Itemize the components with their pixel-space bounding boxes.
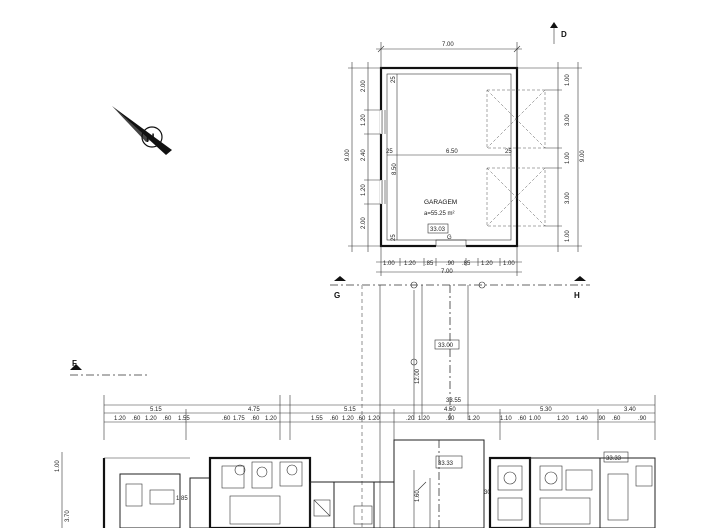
small-dim-20: .60 [518, 416, 527, 422]
garage-name: GARAGEM [424, 199, 457, 206]
lower-dim-2: 3.70 [65, 510, 71, 522]
house-seg-5: 5.30 [540, 407, 552, 413]
garage-right-dimensions: 1.00 3.00 1.00 3.00 1.00 9.00 [517, 62, 586, 252]
small-dim-17: .90 [446, 416, 455, 422]
garage-left-dimensions: 2.00 1.20 2.40 1.20 2.00 9.00 [345, 62, 381, 252]
small-dim-24: .90 [597, 416, 606, 422]
right-total: 9.00 [580, 150, 586, 162]
garage-outer-wall [379, 66, 519, 248]
room-code-center: 33.33 [438, 461, 454, 467]
house-seg-6: 3.40 [624, 407, 636, 413]
left-dim-4: 1.20 [361, 184, 367, 196]
driveway-length: 12.00 [415, 368, 421, 384]
bottom-dim-6: 1.20 [481, 261, 493, 267]
small-dim-9: 1.20 [265, 416, 277, 422]
right-dim-3: 1.00 [565, 152, 571, 164]
small-dim-1: 1.20 [114, 416, 126, 422]
small-dim-8: .60 [251, 416, 260, 422]
garage-code-box [427, 223, 449, 234]
small-dim-15: .20 [406, 416, 415, 422]
wall-thickness-left: 25 [386, 149, 393, 155]
driveway-code: 33.00 [438, 343, 454, 349]
small-dim-14: 1.20 [368, 416, 380, 422]
section-label-f: F [72, 359, 77, 368]
right-dim-2: 3.00 [565, 114, 571, 126]
garage-area: a=55.25 m² [424, 211, 455, 217]
left-dim-2: 1.20 [361, 114, 367, 126]
section-label-h: H [574, 291, 580, 300]
wall-thickness-right: 25 [505, 149, 512, 155]
small-dim-16: 1.20 [418, 416, 430, 422]
right-dim-4: 3.00 [565, 192, 571, 204]
section-label-g: G [334, 291, 340, 300]
bottom-dim-3: .85 [425, 261, 434, 267]
small-dim-26: .90 [638, 416, 647, 422]
small-dim-19: 1.10 [500, 416, 512, 422]
house-total-dim: 33.55 [446, 398, 462, 404]
lower-dim-1: 1.00 [55, 460, 61, 472]
small-dim-25: .60 [612, 416, 621, 422]
left-dim-3: 2.40 [361, 149, 367, 161]
room-code-right: 33.33 [606, 456, 622, 462]
lower-dim-5: 30 [484, 490, 491, 496]
small-dim-23: 1.40 [576, 416, 588, 422]
driveway: 33.00 12.00 [361, 285, 469, 528]
garage-bottom-dimensions: 1.00 1.20 .85 .90 .85 1.20 1.00 7.00 [376, 246, 522, 276]
left-dim-1: 2.00 [361, 80, 367, 92]
bottom-total: 7.00 [441, 269, 453, 275]
small-dim-3: 1.20 [145, 416, 157, 422]
house-seg-4: 4.50 [444, 407, 456, 413]
small-dim-6: .60 [222, 416, 231, 422]
bottom-dim-1: 1.00 [383, 261, 395, 267]
section-label-d: D [561, 30, 567, 39]
svg-text:N: N [146, 131, 155, 145]
small-dim-5: 1.55 [178, 416, 190, 422]
bottom-dim-7: 1.00 [503, 261, 515, 267]
right-dim-1: 1.00 [565, 74, 571, 86]
small-dim-13: .60 [357, 416, 366, 422]
garage-width-label: 7.00 [442, 42, 454, 48]
garage-top-dimension: 7.00 [376, 42, 522, 68]
small-dim-22: 1.20 [557, 416, 569, 422]
inner-height-label: 8.50 [392, 163, 398, 175]
wall-thickness-bottom: 25 [391, 234, 397, 241]
small-dim-12: 1.20 [342, 416, 354, 422]
driveway-code-box [434, 339, 460, 350]
door-mark: G [447, 235, 452, 241]
small-dim-4: .60 [163, 416, 172, 422]
garage-door-lower [486, 167, 546, 227]
section-marker-d: D [550, 22, 567, 44]
section-marker-f: F [70, 359, 150, 376]
bottom-dim-5: .85 [462, 261, 471, 267]
house-seg-2: 4.75 [248, 407, 260, 413]
house-floor-plan: 33.33 33.33 1.00 3.70 1.85 1.60 30 [55, 439, 656, 528]
lower-dim-4: 1.60 [415, 490, 421, 502]
right-dim-5: 1.00 [565, 230, 571, 242]
left-dim-5: 2.00 [361, 217, 367, 229]
house-seg-1: 5.15 [150, 407, 162, 413]
wall-thickness-top: 25 [391, 76, 397, 83]
small-dim-11: .60 [330, 416, 339, 422]
left-total: 9.00 [345, 149, 351, 161]
garage: 33.03 GARAGEM a=55.25 m² G 6.50 25 25 25… [379, 66, 546, 248]
bottom-dim-4: .90 [446, 261, 455, 267]
garage-door-upper [486, 89, 546, 149]
small-dim-2: .60 [132, 416, 141, 422]
small-dim-21: 1.00 [529, 416, 541, 422]
garage-code: 33.03 [430, 227, 446, 233]
north-arrow-icon: N [112, 106, 172, 155]
section-line-g-h: G H [330, 276, 590, 300]
bottom-dim-2: 1.20 [404, 261, 416, 267]
lower-dim-3: 1.85 [176, 496, 188, 502]
small-dim-18: 1.20 [468, 416, 480, 422]
house-seg-3: 5.15 [344, 407, 356, 413]
small-dim-7: 1.75 [233, 416, 245, 422]
house-dimensions: 33.55 5.15 4.75 5.15 4.50 5.30 3.40 1.20… [103, 395, 656, 440]
small-dim-10: 1.55 [311, 416, 323, 422]
inner-width-label: 6.50 [446, 149, 458, 155]
